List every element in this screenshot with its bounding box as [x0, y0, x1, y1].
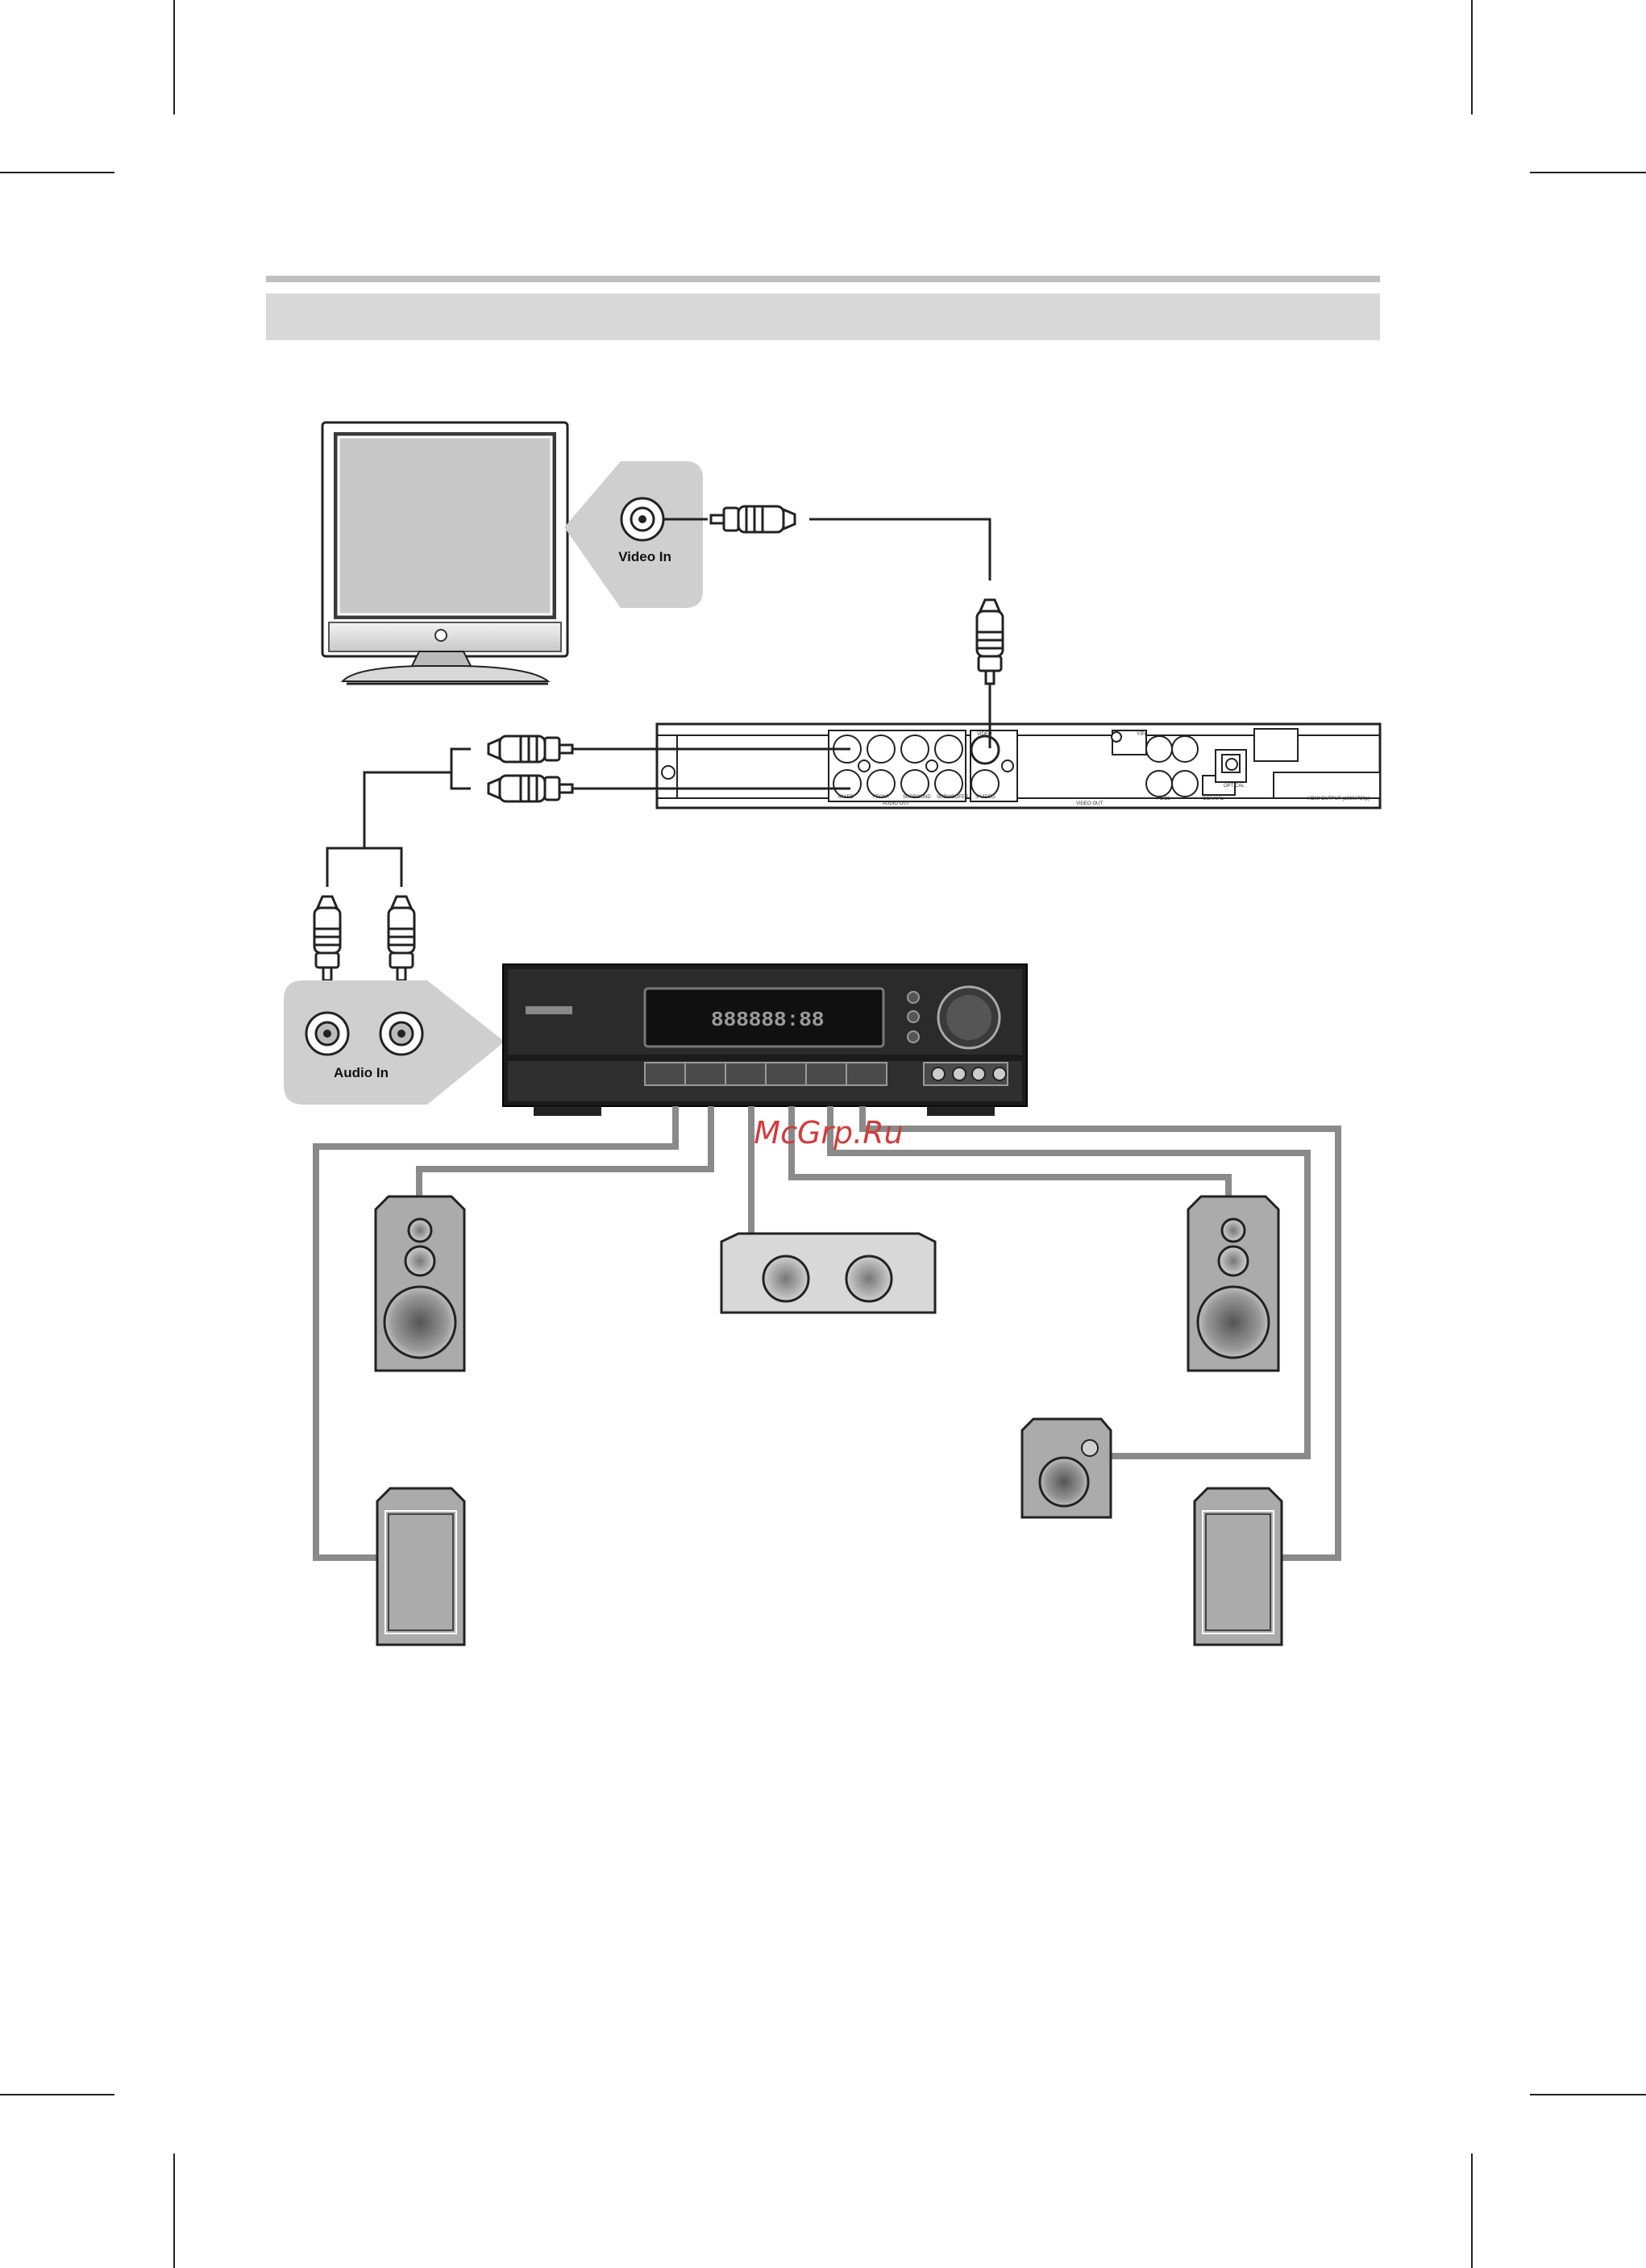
tv-monitor: [322, 422, 567, 684]
panel-svideo-label: S-VIDEO: [975, 795, 995, 800]
header-band: [266, 293, 1380, 340]
panel-subwoofer-label: SUBWOOFER: [937, 795, 969, 800]
panel-optical-label: OPTICAL: [1224, 784, 1245, 789]
dvd-player-rear-panel: VIDEO Y/Pr MIXED FRONT SURROUND SUBWOOFE…: [657, 724, 1380, 808]
panel-coaxial-label: COAXIAL: [1203, 797, 1224, 801]
panel-front-label: FRONT: [873, 795, 890, 800]
av-receiver: 888888:88: [503, 964, 1027, 1116]
panel-y-label: Y/Pr: [1137, 732, 1146, 737]
speaker-cables: [316, 1106, 1338, 1558]
center-speaker: [721, 1234, 935, 1313]
receiver-display: 888888:88: [711, 1008, 824, 1032]
panel-pb-label: Pb/Cb: [1157, 797, 1170, 801]
rear-right-speaker: [1195, 1488, 1282, 1645]
front-left-speaker: [376, 1196, 464, 1371]
panel-mixed-label: MIXED: [838, 795, 854, 800]
panel-hdmi-label: HDMI OUTPUT (1080i/720p): [1307, 797, 1370, 801]
video-in-callout: Video In: [564, 461, 703, 608]
panel-audio-out-label: AUDIO OUT: [883, 801, 910, 806]
audio-in-callout: Audio In: [284, 980, 505, 1105]
header-rule: [266, 276, 1380, 282]
audio-in-label: Audio In: [334, 1065, 389, 1080]
front-right-speaker: [1188, 1196, 1278, 1371]
subwoofer: [1022, 1419, 1111, 1517]
panel-surround-label: SURROUND: [903, 795, 931, 800]
video-in-label: Video In: [618, 549, 671, 564]
cable-front-left: [419, 1106, 711, 1201]
video-cable: [664, 506, 1003, 748]
panel-video-out-label: VIDEO OUT: [1076, 801, 1103, 806]
watermark: McGrp.Ru: [754, 1115, 903, 1151]
rear-left-speaker: [377, 1488, 464, 1645]
cable-rear-left: [316, 1106, 675, 1558]
